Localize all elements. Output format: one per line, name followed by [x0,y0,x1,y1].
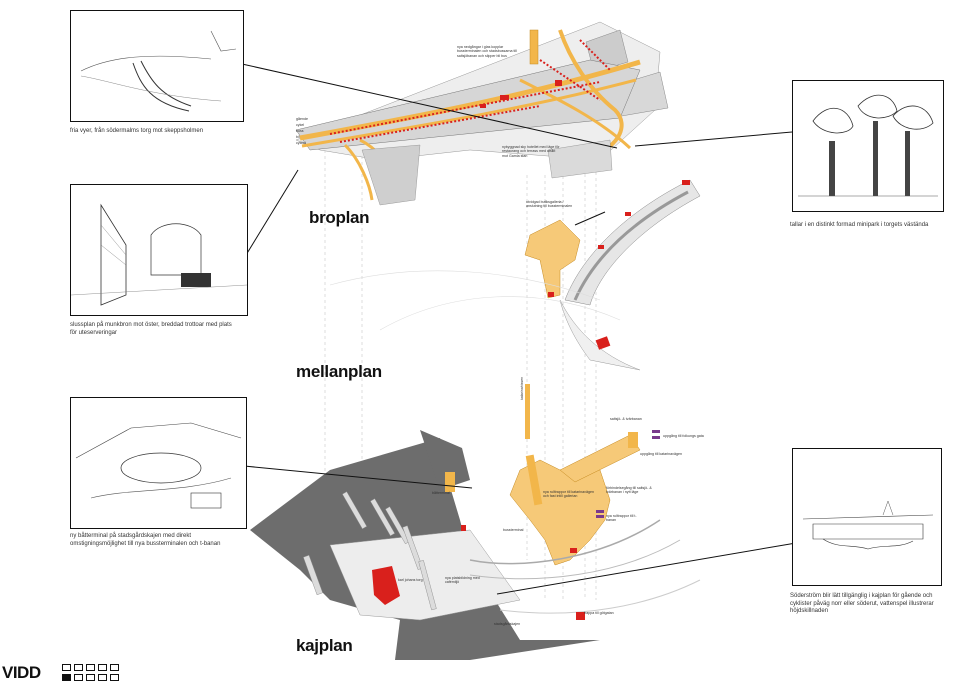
page-box-7 [74,674,83,681]
annotation-stadsgardskajen: stadsgårdskajen [494,622,521,626]
caption-batterminal: ny båtterminal på stadsgårdskajen med di… [70,533,221,547]
annotation-uppgang-katarina: uppgång till katarinavägen [640,452,682,456]
annotation-katarinahissen: katarinahissen [520,376,524,400]
annotation-bil: bil [296,135,300,139]
page-box-9 [98,674,107,681]
page-box-6 [62,674,71,681]
annotation-nya-rulltrappor-1: nya rulltrappor till katarinavägen och f… [543,490,594,499]
caption-slussplan: slussplan på munkbron mot öster, breddad… [70,322,232,336]
annotation-nybyggnad-hotell: nybyggnad sky hotellet med läge för rest… [502,145,560,158]
annotation-cykel: cykel [296,123,305,127]
annotation-batterminal: båtterminal [432,491,450,495]
annotation-trappa-gotgatan: trappa till götgatan [584,611,614,615]
annotation-utvidgad-butik: utvidgad butiksgalleria / anslutning til… [526,200,573,209]
annotation-nya-platsbildning: nya platsbildning med cafémiljö [445,576,480,585]
sketch-drawing [798,94,938,197]
annotation-cyklist: cyklist [296,141,306,145]
vidd-logo: VIDD [2,663,41,682]
sketch-batterminal [70,397,247,529]
page-box-3 [86,664,95,671]
annotation-nya-rulltrappor-2: nya rulltrappor till t-banan [606,514,637,523]
sketch-skeppsholmen [70,10,244,122]
kajplan-drawing [250,384,701,660]
annotation-forbindelsegang: förbindelsegång till saltsjö- & tvärbana… [606,486,652,495]
level-title-kajplan: kajplan [296,636,353,655]
annotation-buss: buss [296,129,304,133]
page-box-2 [74,664,83,671]
sketch-drawing [71,203,247,306]
broplan-drawing [295,21,669,206]
sketch-slussplan [70,184,248,316]
annotation-uppgang-folkung: uppgång till folkungs gata [663,434,704,438]
page-box-10 [110,674,119,681]
annotation-gaende: gående [296,117,308,121]
caption-skeppsholmen: fria vyer, från södermalms torg mot skep… [70,128,204,134]
page-box-5 [110,664,119,671]
level-title-broplan: broplan [309,208,370,227]
caption-soderstrom: Söderström blir lätt tillgänglig i kajpl… [790,593,934,614]
annotation-bussterminal: bussterminal [503,528,524,532]
sketch-drawing [80,30,237,112]
sketch-soderstrom [792,448,942,586]
page-box-4 [98,664,107,671]
sketch-tallar [792,80,944,212]
annotation-nya-nedgangar: nya nedgångar i glas kopplar busstermina… [457,45,517,58]
page-box-1 [62,664,71,671]
annotation-saltsjo-tvarbanan: saltsjö- & tvärbanan [610,417,642,421]
sketch-drawing [802,500,934,550]
level-title-mellanplan: mellanplan [296,362,382,381]
connector-lines [241,63,797,595]
sketch-drawing [75,422,242,509]
caption-tallar: tallar i en distinkt formad minipark i t… [790,222,929,228]
mellanplan-drawing [329,179,701,371]
page-box-8 [86,674,95,681]
annotation-karl-johans-torg: karl johans torg [398,578,423,582]
